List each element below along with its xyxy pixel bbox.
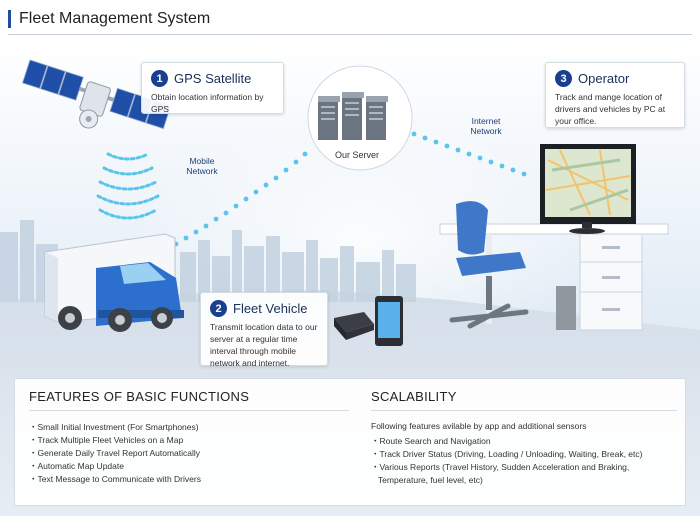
badge-number: 2 [210,300,227,317]
description-line: interval through mobile [210,346,296,356]
list-item: ・Various Reports (Travel History, Sudden… [371,462,630,472]
internet-network-label: Internet Network [464,116,508,136]
mobile-network-label: Mobile Network [182,156,222,176]
callout-description: Track and mange location of drivers and … [555,91,675,127]
gps-device-icon [334,312,374,340]
monitor-icon [540,144,636,234]
list-item: Temperature, fuel level, etc) [371,475,483,485]
server-icon [307,65,413,171]
callout-description: Transmit location data to our server at … [210,321,318,369]
header-divider [8,34,692,35]
callout-fleet-vehicle: 2 Fleet Vehicle Transmit location data t… [200,292,328,369]
label-line: Network [470,126,502,136]
chair-icon [449,201,529,329]
label-line: Network [186,166,218,176]
callout-title: Fleet Vehicle [233,301,308,316]
server-label: Our Server [335,150,380,160]
smartphone-icon [375,296,403,346]
badge-number: 3 [555,70,572,87]
label-line: Internet [471,116,501,126]
list-item: ・Automatic Map Update [29,461,124,471]
header-accent [8,10,11,28]
scalability-list: ・Route Search and Navigation ・Track Driv… [371,435,677,487]
basic-functions-column: FEATURES OF BASIC FUNCTIONS ・Small Initi… [29,389,349,486]
page-title: Fleet Management System [19,10,211,27]
scalability-heading: SCALABILITY [371,389,677,411]
scalability-column: SCALABILITY Following features avilable … [371,389,677,487]
satellite-signal [96,152,160,220]
scalability-intro: Following features avilable by app and a… [371,421,587,431]
basic-functions-list: ・Small Initial Investment (For Smartphon… [29,421,349,486]
list-item: ・Route Search and Navigation [371,436,491,446]
badge-number: 1 [151,70,168,87]
list-item: ・Generate Daily Travel Report Automatica… [29,448,201,458]
description-line: your office. [555,116,597,126]
truck-icon [44,233,184,332]
callout-operator: 3 Operator Track and mange location of d… [545,62,685,128]
description-line: Track and mange location of [555,92,662,102]
callout-description: Obtain location information by GPS [151,92,264,114]
list-item: ・Track Multiple Fleet Vehicles on a Map [29,435,184,445]
callout-title: Operator [578,71,630,86]
basic-functions-heading: FEATURES OF BASIC FUNCTIONS [29,389,349,411]
description-line: network and internet. [210,358,290,368]
label-line: Mobile [189,156,215,166]
callout-gps-satellite: 1 GPS Satellite Obtain location informat… [141,62,284,114]
description-line: Transmit location data to our [210,322,318,332]
list-item: ・Text Message to Communicate with Driver… [29,474,201,484]
list-item: ・Small Initial Investment (For Smartphon… [29,422,199,432]
description-line: drivers and vehicles by PC at [555,104,666,114]
description-line: server at a regular time [210,334,298,344]
list-item: ・Track Driver Status (Driving, Loading /… [371,449,643,459]
page-header: Fleet Management System [8,8,210,30]
network-dots [173,131,527,247]
features-panel: FEATURES OF BASIC FUNCTIONS ・Small Initi… [14,378,686,506]
callout-title: GPS Satellite [174,71,252,86]
